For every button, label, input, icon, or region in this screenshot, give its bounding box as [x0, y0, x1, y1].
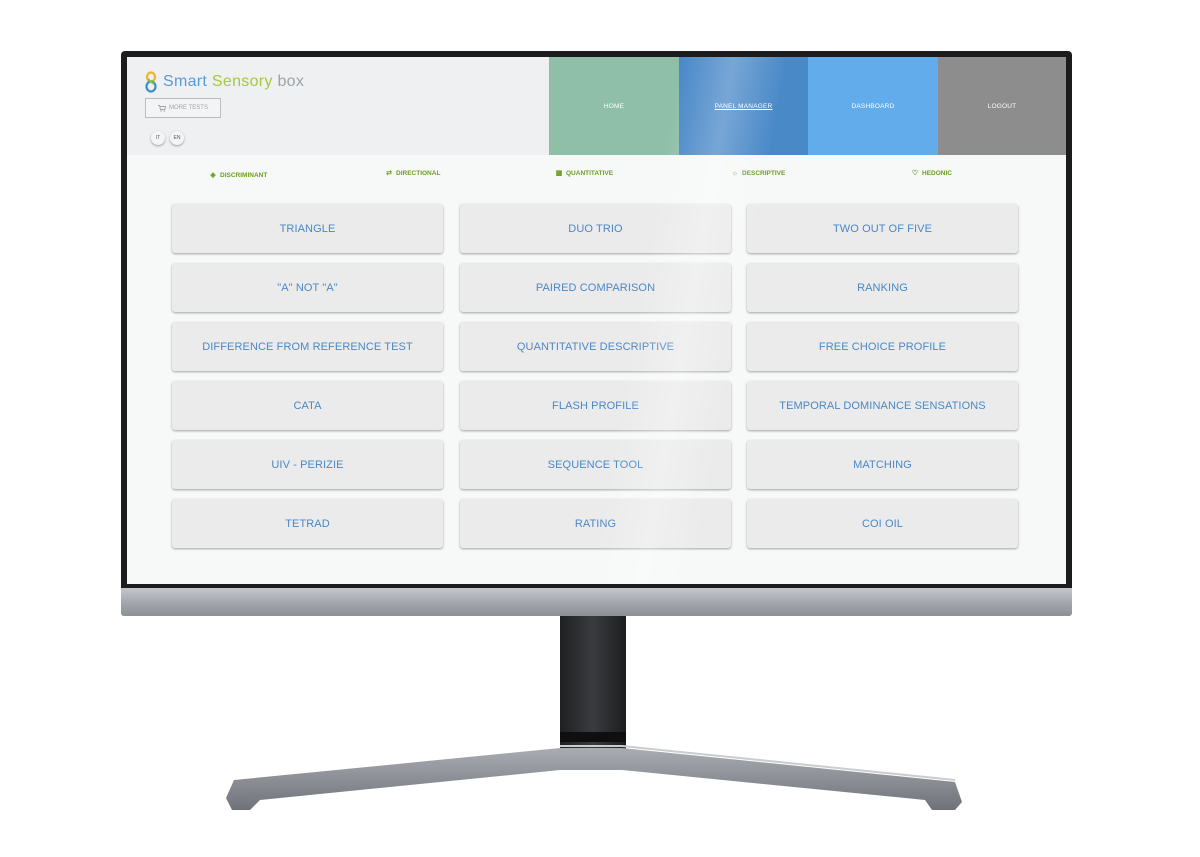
test-button-matching[interactable]: MATCHING	[747, 440, 1018, 489]
test-button-triangle[interactable]: TRIANGLE	[172, 204, 443, 253]
logo-word-sensory: Sensory	[211, 73, 273, 90]
logo-word-box: box	[277, 73, 305, 90]
app-logo-text: Smart Sensory box	[163, 73, 304, 91]
logo-word-smart: Smart	[163, 73, 208, 90]
category-hedonic[interactable]: ♡ HEDONIC	[911, 169, 952, 178]
app-screen: Smart Sensory box MORE TESTS IT EN HOME …	[127, 57, 1066, 584]
test-button-duo-trio[interactable]: DUO TRIO	[460, 204, 731, 253]
test-button-two-out-of-five[interactable]: TWO OUT OF FIVE	[747, 204, 1018, 253]
test-button-coi-oil[interactable]: COI OIL	[747, 499, 1018, 548]
nav-dashboard[interactable]: DASHBOARD	[808, 57, 938, 155]
lang-it-button[interactable]: IT	[151, 131, 165, 145]
test-button-a-not-a[interactable]: "A" NOT "A"	[172, 263, 443, 312]
category-directional[interactable]: ⇄ DIRECTIONAL	[385, 169, 441, 178]
sun-icon: ☼	[731, 170, 739, 177]
bar-chart-icon: ▩	[555, 170, 563, 177]
more-tests-label: MORE TESTS	[169, 105, 208, 111]
nav-home-label: HOME	[603, 102, 625, 110]
nav-logout[interactable]: LOGOUT	[938, 57, 1066, 155]
category-descriptive[interactable]: ☼ DESCRIPTIVE	[731, 170, 786, 177]
monitor-stand-band	[560, 732, 626, 742]
lang-en-button[interactable]: EN	[170, 131, 184, 145]
nav-dashboard-label: DASHBOARD	[851, 102, 895, 110]
category-label: DESCRIPTIVE	[742, 170, 786, 177]
test-button-quantitative-descriptive[interactable]: QUANTITATIVE DESCRIPTIVE	[460, 322, 731, 371]
category-quantitative[interactable]: ▩ QUANTITATIVE	[555, 169, 614, 178]
category-label: DIRECTIONAL	[396, 169, 441, 177]
cart-icon	[158, 104, 167, 112]
test-button-paired-comparison[interactable]: PAIRED COMPARISON	[460, 263, 731, 312]
test-button-rating[interactable]: RATING	[460, 499, 731, 548]
monitor-stand-base	[226, 745, 962, 810]
infinity-logo-icon	[145, 71, 157, 93]
category-label: HEDONIC	[922, 169, 952, 177]
category-discriminant[interactable]: ◈ DISCRIMINANT	[209, 171, 268, 180]
nav-panel-manager-label: PANEL MANAGER	[714, 102, 773, 110]
nav-home[interactable]: HOME	[549, 57, 679, 155]
test-button-difference-from-reference[interactable]: DIFFERENCE FROM REFERENCE TEST	[172, 322, 443, 371]
test-button-flash-profile[interactable]: FLASH PROFILE	[460, 381, 731, 430]
heart-icon: ♡	[911, 170, 919, 177]
discriminant-icon: ◈	[210, 172, 216, 179]
nav-logout-label: LOGOUT	[987, 102, 1017, 110]
test-button-cata[interactable]: CATA	[172, 381, 443, 430]
nav-panel-manager[interactable]: PANEL MANAGER	[679, 57, 808, 155]
test-button-sequence-tool[interactable]: SEQUENCE TOOL	[460, 440, 731, 489]
brand-panel: Smart Sensory box MORE TESTS IT EN	[127, 57, 549, 155]
more-tests-button[interactable]: MORE TESTS	[145, 98, 221, 118]
test-button-temporal-dominance[interactable]: TEMPORAL DOMINANCE SENSATIONS	[747, 381, 1018, 430]
test-button-ranking[interactable]: RANKING	[747, 263, 1018, 312]
test-button-uiv-perizie[interactable]: UIV - PERIZIE	[172, 440, 443, 489]
test-button-free-choice-profile[interactable]: FREE CHOICE PROFILE	[747, 322, 1018, 371]
arrows-icon: ⇄	[386, 170, 392, 177]
category-label: DISCRIMINANT	[220, 171, 268, 179]
test-button-tetrad[interactable]: TETRAD	[172, 499, 443, 548]
monitor-chin	[121, 588, 1072, 616]
category-label: QUANTITATIVE	[566, 169, 614, 177]
